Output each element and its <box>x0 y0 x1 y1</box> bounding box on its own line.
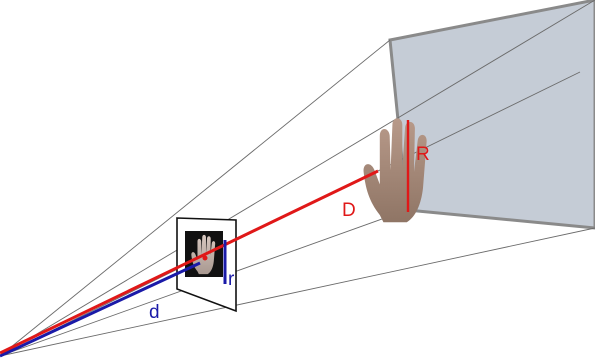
label-big-height: R <box>416 144 430 165</box>
distance-line-large <box>0 169 379 355</box>
label-small-distance: d <box>149 302 160 323</box>
hand-icon <box>363 118 427 223</box>
image-hand-dot <box>202 255 208 261</box>
frustum-line-bottom-right <box>0 227 595 357</box>
distance-line-small <box>0 261 201 358</box>
frustum-line-top-left <box>0 39 391 357</box>
label-small-height: r <box>228 269 235 290</box>
label-big-distance: D <box>342 200 356 221</box>
